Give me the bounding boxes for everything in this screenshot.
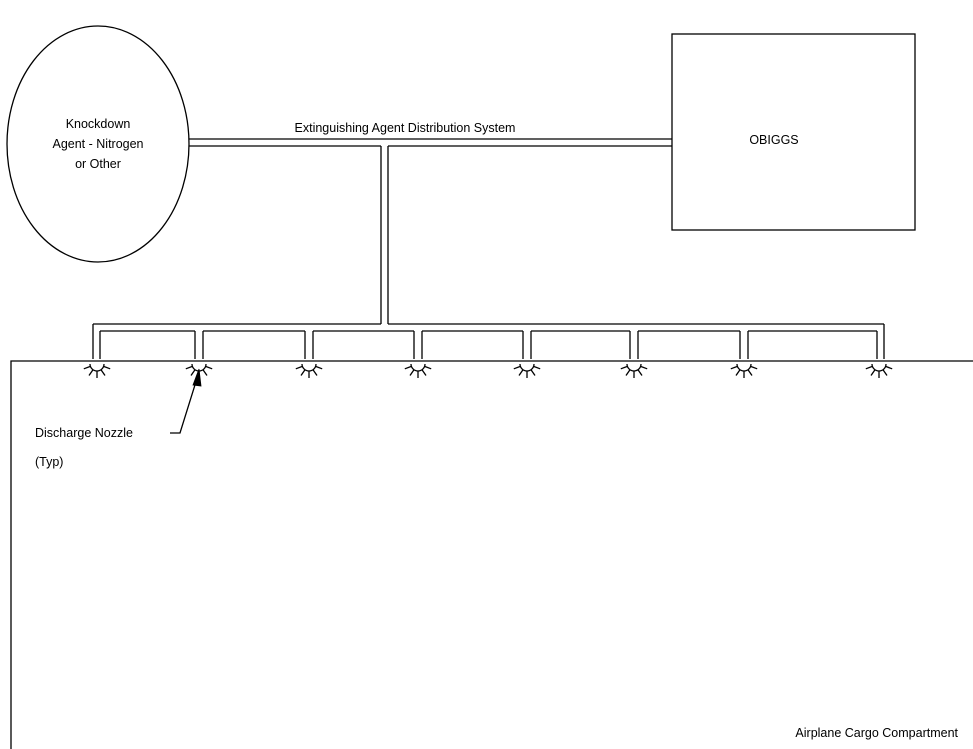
obiggs-box (671, 33, 916, 231)
spray-tick (185, 365, 193, 370)
discharge-nozzle (730, 363, 758, 378)
spray-tick (637, 369, 643, 376)
spray-tick (295, 365, 303, 370)
nozzle-leader-line (170, 371, 200, 434)
spray-tick (103, 365, 111, 370)
discharge-nozzle (620, 363, 648, 378)
spray-tick (205, 365, 213, 370)
discharge-nozzles (83, 363, 893, 378)
spray-tick (882, 369, 888, 376)
spray-tick (300, 369, 306, 376)
discharge-nozzle (865, 363, 893, 378)
distribution-pipes (92, 138, 885, 359)
discharge-nozzle (295, 363, 323, 378)
spray-tick (202, 369, 208, 376)
knockdown-agent-label-line-1: Knockdown (66, 117, 131, 131)
spray-tick (424, 365, 432, 370)
spray-tick (312, 369, 318, 376)
spray-tick (83, 365, 91, 370)
spray-tick (530, 369, 536, 376)
discharge-nozzle-typ-label: (Typ) (35, 455, 63, 469)
spray-tick (190, 369, 196, 376)
knockdown-agent-label-line-2: Agent - Nitrogen (52, 137, 143, 151)
spray-tick (518, 369, 524, 376)
spray-tick (100, 369, 106, 376)
spray-tick (404, 365, 412, 370)
spray-tick (88, 369, 94, 376)
spray-tick (750, 365, 758, 370)
spray-tick (865, 365, 873, 370)
spray-tick (409, 369, 415, 376)
nozzle-leader-arrowhead (192, 368, 202, 387)
distribution-system-label: Extinguishing Agent Distribution System (295, 121, 516, 135)
spray-tick (620, 365, 628, 370)
spray-tick (421, 369, 427, 376)
spray-tick (625, 369, 631, 376)
knockdown-agent-tank (6, 25, 190, 263)
spray-tick (735, 369, 741, 376)
cargo-compartment-label: Airplane Cargo Compartment (795, 726, 958, 740)
spray-tick (315, 365, 323, 370)
discharge-nozzle (83, 363, 111, 378)
spray-tick (730, 365, 738, 370)
spray-tick (747, 369, 753, 376)
knockdown-agent-label-line-3: or Other (75, 157, 121, 171)
spray-tick (533, 365, 541, 370)
discharge-nozzle (404, 363, 432, 378)
spray-tick (885, 365, 893, 370)
obiggs-label: OBIGGS (749, 133, 798, 147)
discharge-nozzle-label: Discharge Nozzle (35, 426, 133, 440)
spray-tick (640, 365, 648, 370)
spray-tick (513, 365, 521, 370)
cargo-compartment-outline (10, 360, 973, 749)
spray-tick (870, 369, 876, 376)
discharge-nozzle (513, 363, 541, 378)
